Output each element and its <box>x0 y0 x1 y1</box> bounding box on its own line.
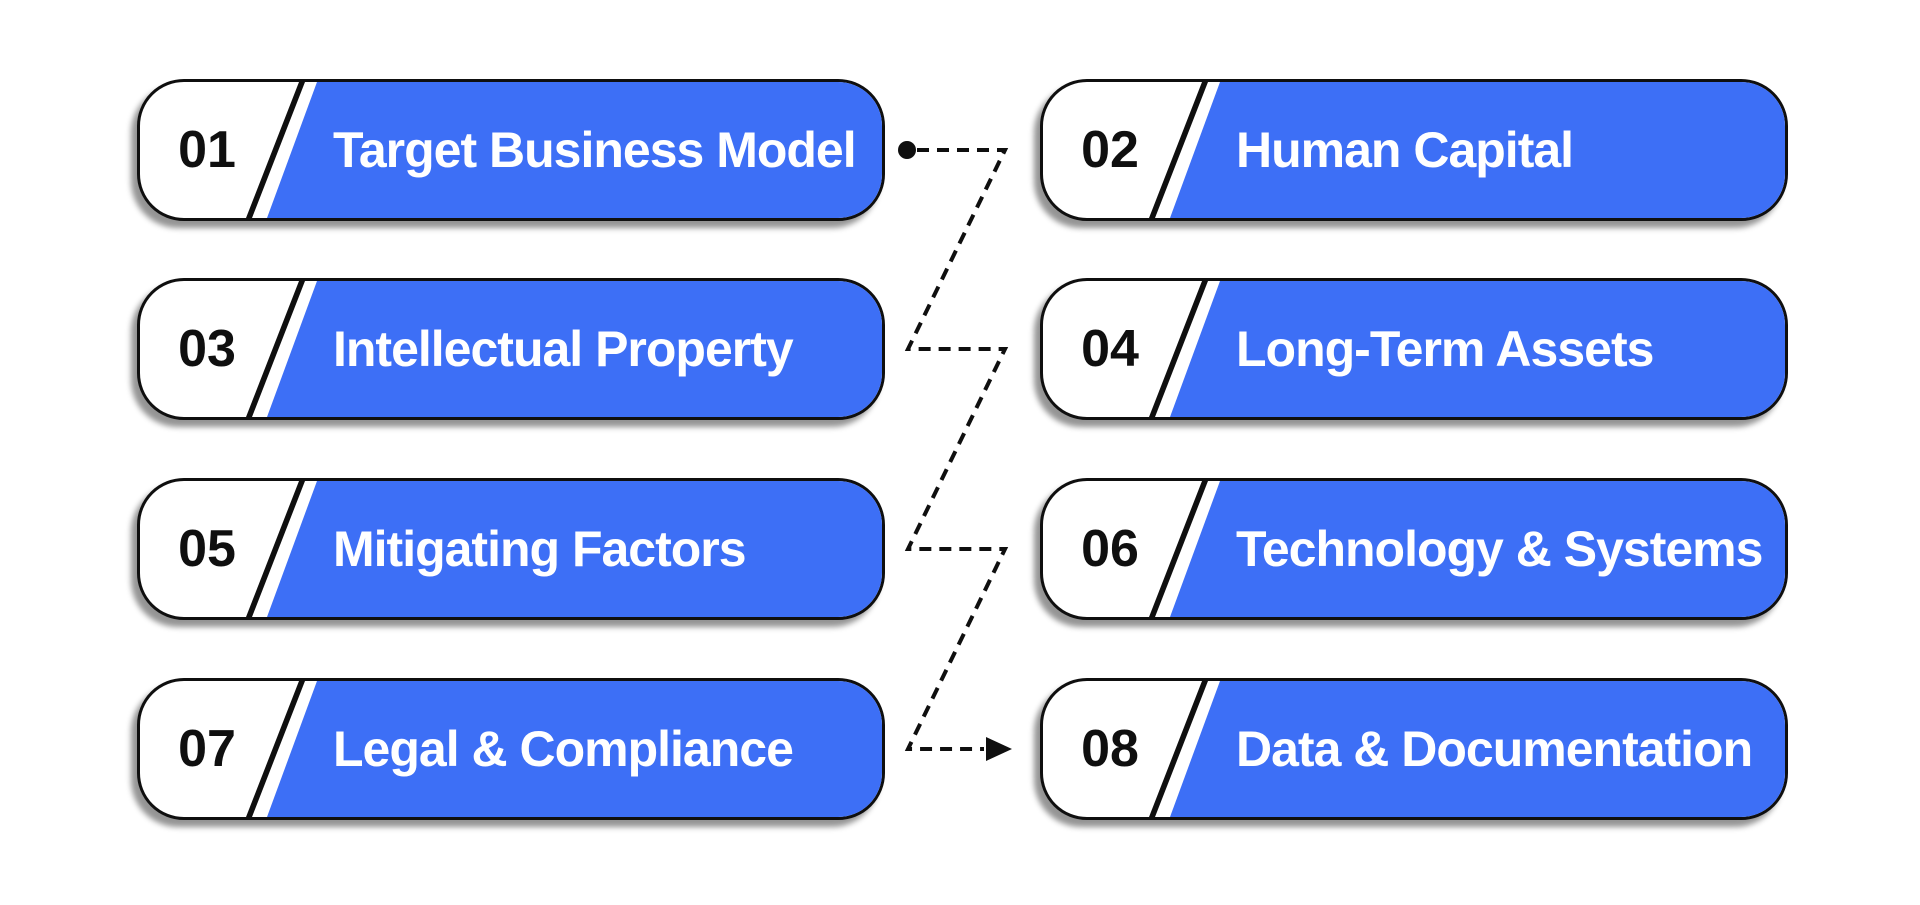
label-panel <box>267 82 882 218</box>
step-card-08: 08 Data & Documentation <box>1040 678 1788 820</box>
step-card-07: 07 Legal & Compliance <box>137 678 885 820</box>
step-card-04: 04 Long-Term Assets <box>1040 278 1788 420</box>
step-label: Mitigating Factors <box>333 521 747 577</box>
step-label: Human Capital <box>1236 122 1574 178</box>
step-label: Technology & Systems <box>1236 521 1763 577</box>
step-card-06: 06 Technology & Systems <box>1040 478 1788 620</box>
label-panel <box>1170 681 1785 817</box>
connector-arrowhead-icon <box>986 737 1012 761</box>
connector-dashed-path <box>904 148 1009 751</box>
step-number: 02 <box>1081 121 1139 179</box>
step-label: Target Business Model <box>333 122 857 178</box>
label-panel <box>1170 82 1785 218</box>
step-card-03: 03 Intellectual Property <box>137 278 885 420</box>
label-panel <box>1170 281 1785 417</box>
step-label: Data & Documentation <box>1236 721 1753 777</box>
step-label: Intellectual Property <box>333 321 794 377</box>
step-number: 01 <box>178 121 236 179</box>
label-panel <box>1170 481 1785 617</box>
label-panel <box>267 481 882 617</box>
step-label: Legal & Compliance <box>333 721 794 777</box>
label-panel <box>267 681 882 817</box>
step-number: 07 <box>178 720 236 778</box>
label-panel <box>267 281 882 417</box>
step-card-05: 05 Mitigating Factors <box>137 478 885 620</box>
connector-start-dot-icon <box>898 141 916 159</box>
step-number: 04 <box>1081 320 1139 378</box>
step-number: 03 <box>178 320 236 378</box>
step-number: 08 <box>1081 720 1139 778</box>
step-card-01: 01 Target Business Model <box>137 79 885 221</box>
step-card-02: 02 Human Capital <box>1040 79 1788 221</box>
step-label: Long-Term Assets <box>1236 321 1654 377</box>
step-number: 05 <box>178 520 236 578</box>
step-number: 06 <box>1081 520 1139 578</box>
